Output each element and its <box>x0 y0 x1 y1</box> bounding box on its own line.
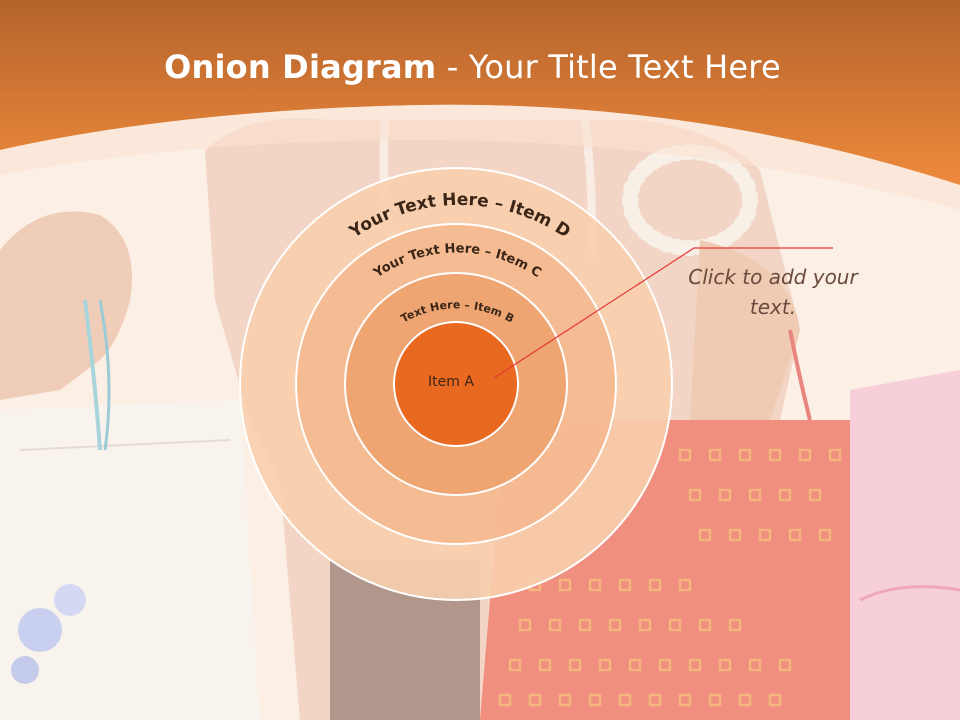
slide-title: Onion Diagram - Your Title Text Here <box>0 48 945 86</box>
callout-line <box>493 247 833 379</box>
callout-text[interactable]: Click to add your text. <box>688 265 858 319</box>
title-rest: - Your Title Text Here <box>436 48 781 86</box>
label-item-a: Item A <box>428 374 474 390</box>
title-bold: Onion Diagram <box>164 48 437 86</box>
core-item-a <box>393 321 519 447</box>
